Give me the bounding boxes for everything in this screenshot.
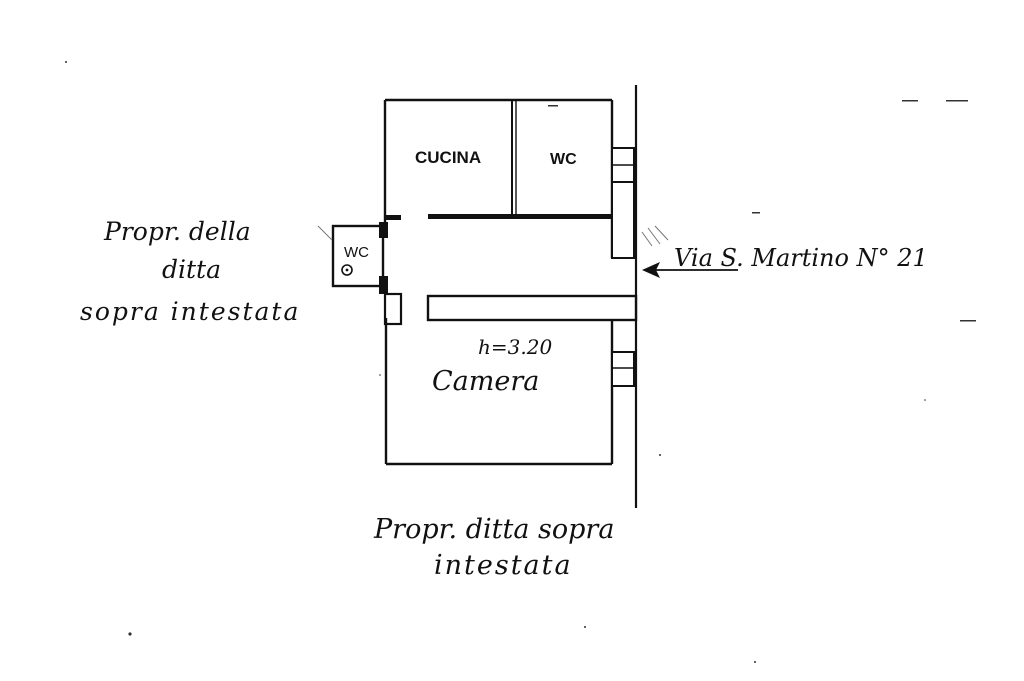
small-wc	[331, 222, 388, 294]
left-owner-line3: sopra intestata	[80, 297, 300, 326]
camera-window	[611, 351, 635, 387]
scan-specks	[65, 61, 976, 663]
bottom-owner-line1: Propr. ditta sopra	[373, 514, 614, 545]
left-owner-line1: Propr. della	[103, 217, 251, 246]
street-address-label: Via S. Martino N° 21	[674, 244, 928, 272]
wc-wall-jamb	[611, 181, 635, 259]
wc-hatch-marks	[317, 225, 333, 241]
small-wc-box	[331, 224, 385, 288]
toilet-circle-icon	[341, 264, 353, 276]
street-hatch-marks	[641, 225, 669, 247]
corridor-lower-wall	[426, 294, 638, 322]
camera-height-label: h=3.20	[478, 335, 552, 359]
small-wc-jamb-bottom	[379, 276, 388, 294]
upper-bottom-wall-left	[385, 215, 401, 220]
wc-upper-label: WC	[550, 151, 577, 168]
upper-bottom-wall-right	[428, 214, 628, 219]
bottom-owner-line2: intestata	[434, 550, 573, 581]
arrow-left-icon	[642, 262, 738, 278]
corridor	[383, 292, 638, 326]
corridor-jamb-left	[383, 292, 403, 326]
camera-label: Camera	[432, 366, 539, 397]
upper-block	[383, 98, 635, 259]
left-owner-line2: ditta	[162, 255, 221, 284]
small-wc-jamb-top	[379, 222, 388, 238]
toilet-circle-dot	[345, 268, 349, 272]
kitchen-label: CUCINA	[415, 148, 481, 167]
camera-block	[384, 318, 635, 466]
wc-small-label: WC	[344, 244, 369, 261]
